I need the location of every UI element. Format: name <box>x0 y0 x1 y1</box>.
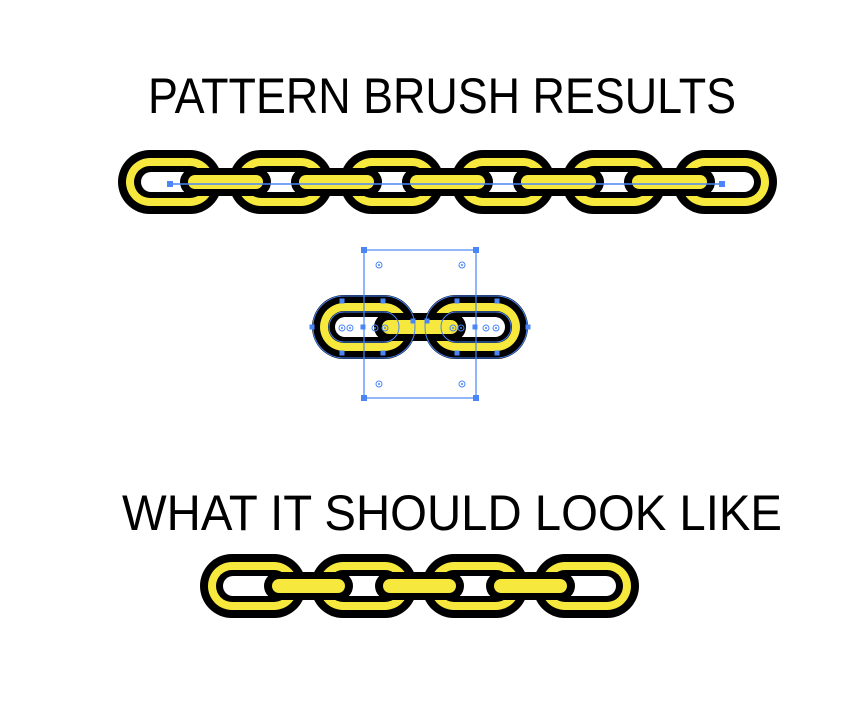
center-dot <box>384 327 386 329</box>
connector-link <box>402 168 493 196</box>
center-dot <box>495 327 497 329</box>
center-point-icon <box>338 324 346 332</box>
center-dot <box>341 327 343 329</box>
center-dot <box>461 383 463 385</box>
connector-fill <box>521 175 596 189</box>
anchor-point[interactable] <box>360 324 366 330</box>
center-dot <box>461 264 463 266</box>
selection-handle[interactable] <box>473 247 479 253</box>
center-dot <box>378 264 380 266</box>
connector-link <box>486 572 575 600</box>
connector-link <box>375 572 464 600</box>
connector-fill <box>299 175 374 189</box>
center-point-icon <box>375 261 383 269</box>
connector-fill <box>494 579 567 593</box>
anchor-point[interactable] <box>309 324 315 330</box>
anchor-point[interactable] <box>454 350 460 356</box>
center-point-icon <box>458 380 466 388</box>
center-dot <box>374 327 376 329</box>
selection-bounding-box[interactable] <box>309 247 531 401</box>
center-point-icon <box>346 324 354 332</box>
selection-handle[interactable] <box>361 395 367 401</box>
selection-handle[interactable] <box>473 395 479 401</box>
center-dot <box>485 327 487 329</box>
center-dot <box>378 383 380 385</box>
connector-link <box>624 168 715 196</box>
anchor-point[interactable] <box>472 324 478 330</box>
chain-pattern-brush-result[interactable] <box>118 150 777 214</box>
anchor-point[interactable] <box>410 318 416 324</box>
chain-expected-result <box>200 554 639 618</box>
center-point-icon <box>492 324 500 332</box>
connector-link <box>264 572 353 600</box>
center-dot <box>452 327 454 329</box>
anchor-point[interactable] <box>719 181 725 187</box>
center-point-icon <box>371 324 379 332</box>
center-point-icon <box>482 324 490 332</box>
tile-boundary[interactable] <box>363 249 477 399</box>
title-what-it-should-look-like: WHAT IT SHOULD LOOK LIKE <box>122 485 782 541</box>
anchor-point[interactable] <box>494 298 500 304</box>
center-dot <box>460 327 462 329</box>
connector-link <box>513 168 604 196</box>
anchor-point[interactable] <box>380 350 386 356</box>
connector-fill <box>382 320 458 334</box>
title-pattern-brush-results: PATTERN BRUSH RESULTS <box>148 68 736 124</box>
anchor-point[interactable] <box>380 298 386 304</box>
selection-handle[interactable] <box>361 247 367 253</box>
anchor-point[interactable] <box>339 298 345 304</box>
center-point-icon <box>375 380 383 388</box>
anchor-point[interactable] <box>525 324 531 330</box>
center-point-icon <box>381 324 389 332</box>
anchor-point[interactable] <box>494 350 500 356</box>
connector-link <box>180 168 271 196</box>
connector-fill <box>410 175 485 189</box>
center-point-icon <box>457 324 465 332</box>
anchor-point[interactable] <box>339 350 345 356</box>
center-point-icon <box>458 261 466 269</box>
center-point-icon <box>449 324 457 332</box>
connector-fill <box>188 175 263 189</box>
connector-fill <box>272 579 345 593</box>
anchor-point[interactable] <box>454 298 460 304</box>
center-dot <box>349 327 351 329</box>
anchor-point[interactable] <box>167 181 173 187</box>
connector-fill <box>383 579 456 593</box>
anchor-point[interactable] <box>424 318 430 324</box>
connector-link <box>291 168 382 196</box>
connector-fill <box>632 175 707 189</box>
